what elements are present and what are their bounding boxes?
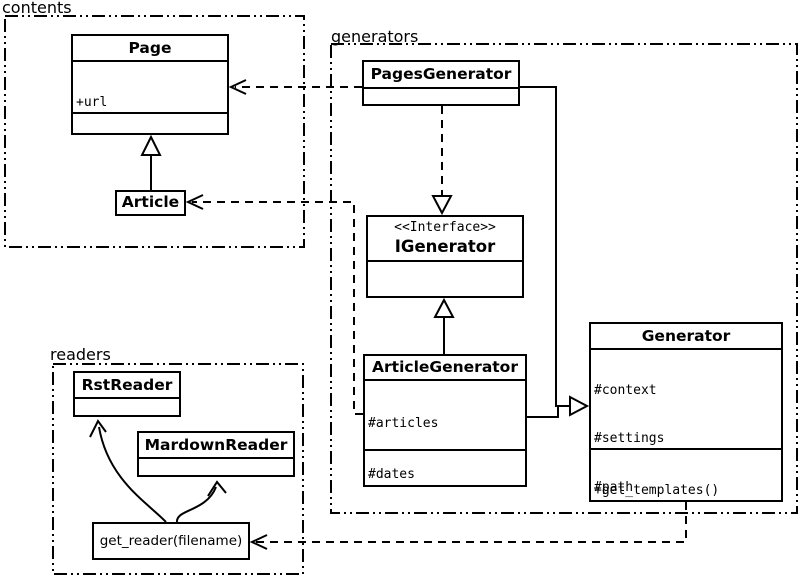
class-pagesgenerator-name: PagesGenerator [370, 65, 512, 83]
class-articlegenerator: ArticleGenerator #articles #dates #tags … [363, 354, 527, 487]
class-generator-attributes: #context #settings #path #theme #output_… [591, 348, 781, 495]
class-page-methods: +check_properties() [73, 112, 227, 133]
class-markdownreader: MardownReader +read() [137, 431, 295, 477]
class-articlegenerator-methods: +generate_feeds() +generate_pages() [365, 449, 525, 485]
package-border-contents [4, 15, 305, 248]
package-border-generators [330, 43, 798, 514]
class-generator-name: Generator [641, 327, 731, 345]
class-page-name: Page [128, 39, 172, 57]
class-generator-methods: +get_templates() +get_files(path,exclude… [591, 448, 781, 500]
class-rstreader-name: RstReader [81, 376, 173, 394]
class-igenerator-stereotype: <<Interface>> [394, 220, 496, 235]
generalization-generators-to-generator [520, 86, 590, 418]
generalization-article-to-page [140, 134, 162, 190]
arrow-getreader-to-markdownreader [175, 480, 227, 523]
package-label-generators: generators [331, 27, 419, 46]
function-get-reader: get_reader(filename) [92, 522, 250, 560]
class-generator: Generator #context #settings #path #them… [589, 322, 783, 502]
class-pagesgenerator: PagesGenerator #pages [362, 60, 520, 106]
class-page-attributes: +url +slug +summary [73, 60, 227, 112]
class-article-name: Article [121, 193, 180, 211]
class-igenerator-methods: +generate_context() +generate_output() [368, 260, 522, 296]
class-igenerator: <<Interface>> IGenerator +generate_conte… [366, 215, 524, 298]
class-igenerator-name: IGenerator [394, 237, 496, 256]
class-markdownreader-methods: +read() [139, 457, 293, 475]
class-rstreader: RstReader +read() [73, 371, 181, 417]
class-article: Article [115, 190, 186, 216]
class-pagesgenerator-attributes: #pages [364, 87, 518, 104]
dependency-generator-to-getreader [249, 502, 687, 550]
package-label-readers: readers [50, 345, 111, 364]
class-page: Page +url +slug +summary +check_properti… [71, 34, 229, 135]
class-articlegenerator-name: ArticleGenerator [372, 358, 518, 376]
dependency-pagesgenerator-to-page [228, 79, 362, 95]
dependency-articlegenerator-to-article [185, 194, 363, 415]
class-igenerator-header: <<Interface>> IGenerator [368, 217, 522, 260]
generalization-articlegenerator-to-igenerator [433, 297, 455, 354]
class-markdownreader-name: MardownReader [144, 436, 288, 454]
class-articlegenerator-attributes: #articles #dates #tags #categories [365, 379, 525, 482]
realization-pagesgenerator-to-igenerator [431, 106, 453, 216]
package-label-contents: contents [2, 0, 72, 17]
arrow-getreader-to-rstreader [89, 419, 167, 523]
function-get-reader-label: get_reader(filename) [99, 533, 243, 549]
class-rstreader-methods: +read() [75, 397, 179, 415]
package-border-readers [52, 363, 304, 575]
